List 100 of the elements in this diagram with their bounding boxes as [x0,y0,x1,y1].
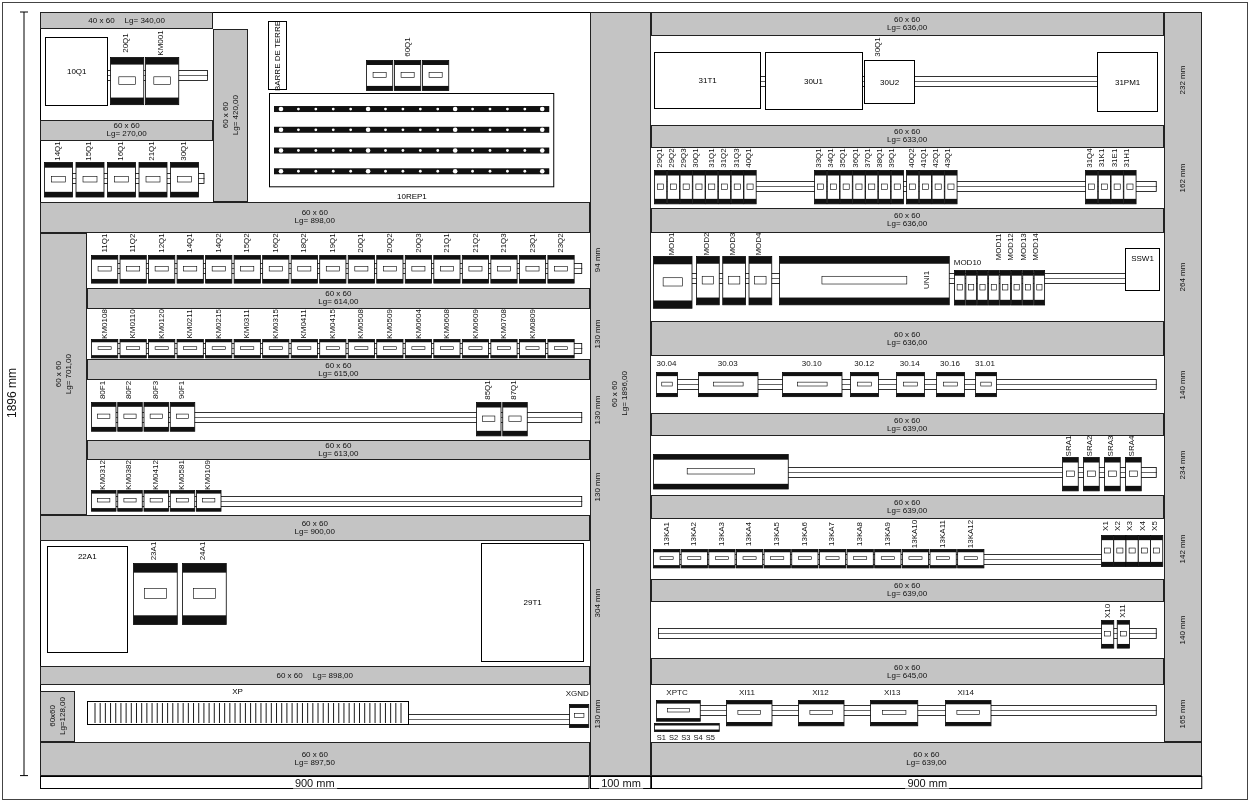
cable-duct [650,321,1164,356]
device-tag: 80F2 [125,381,134,400]
device-tag: MOD12 [1007,232,1016,261]
duct-length-label: Lg= 270,00 [106,130,147,139]
device-tag: KM0609 [471,308,480,339]
device-tag: XP [232,687,243,697]
duct-size-label: 60 x 60 [894,663,921,672]
device-tag: 23A1 [149,542,158,561]
duct-size-label: 60 x 60 [913,750,940,759]
duct-length-label: Lg= 639,00 [906,758,947,767]
cable-duct [40,232,88,515]
device-tag: KM0508 [357,308,366,339]
duct-length-label: Lg=128,00 [58,697,67,736]
device-tag: KM0411 [300,309,309,339]
device-tag: KM0382 [125,460,134,491]
duct-length-label: Lg= 636,00 [887,24,928,33]
device-tag: KM0412 [151,460,160,491]
dimension-label: 94 mm [594,248,603,273]
dimension-label: 100 mm [599,777,643,789]
device-tag: X11 [1119,604,1128,618]
duct-length-label: Lg= 636,00 [887,338,928,347]
device-tag: 13KA7 [828,522,837,547]
duct-size-label: 60 x 60 [894,212,921,221]
duct-length-label: Lg= 900,00 [294,527,335,536]
cable-duct [650,124,1164,148]
device-tag: 13KA10 [911,519,920,549]
device-tag: 13KA1 [662,522,671,547]
switch-module [1125,247,1160,292]
duct-size-label: 60 x 60 [325,290,352,299]
device-tag: KM0581 [177,460,186,491]
duct-size-label: 60 x 60 [54,360,63,387]
cable-duct [589,12,651,776]
device-tag: 30Q1 [874,36,883,57]
duct-length-label: Lg= 639,00 [887,507,928,516]
duct-size-label: 60 x 60 [276,671,303,680]
duct-length-label: Lg= 639,00 [887,424,928,433]
device-tag: 13KA4 [745,522,754,547]
transformer [654,52,761,109]
controller-module [1097,52,1159,113]
device-tag: KM0110 [129,309,138,339]
device-tag: KM0315 [271,308,280,339]
device-tag: KM0415 [328,308,337,339]
device-tag: MOD10 [953,258,982,267]
duct-size-label: 60 x 60 [301,519,328,528]
duct-size-label: 40 x 60 [88,16,115,25]
duct-length-label: Lg= 615,00 [318,369,359,378]
device-tag: 29Q1 [655,148,664,168]
cable-duct [87,359,590,380]
device-tag: 10Q1 [66,67,87,77]
duct-size-label: 60 x 60 [894,330,921,339]
cable-duct [40,666,590,685]
cable-duct [40,201,590,233]
cable-duct [40,514,590,541]
device-tag: 13KA2 [690,522,699,547]
device-tag: KM0809 [528,308,537,339]
device-tag: 31PM1 [1114,77,1141,87]
duct-length-label: Lg= 701,00 [64,353,73,394]
device-tag: KM0311 [243,309,252,339]
duct-size-label: 60 x 60 [221,102,230,129]
duct-size-label: 60 x 60 [894,582,921,591]
device-tag: MOD4 [755,232,764,256]
duct-size-label: 60 x 60 [113,122,140,131]
device-tag: X3 [1126,521,1135,531]
circuit-breaker [45,37,109,107]
duct-length-label: Lg= 645,00 [887,671,928,680]
device-tag: SRA1 [1065,435,1073,456]
device-tag: MOD1 [667,232,676,256]
dimension-label: 162 mm [1178,163,1187,193]
device-tag: SRA3 [1107,435,1115,456]
variable-speed-drive [47,545,128,653]
cable-duct [1163,12,1202,743]
dimension-label: 232 mm [1178,65,1187,95]
duct-length-label: Lg= 614,00 [318,298,359,307]
duct-length-label: Lg= 897,50 [294,758,335,767]
device-tag: KM0120 [157,308,166,339]
cable-duct [650,413,1164,437]
dimension-label: 304 mm [594,588,603,618]
dimension-label: 130 mm [594,319,603,349]
duct-length-label: Lg= 898,00 [312,671,353,680]
device-tag: KM0109 [204,460,212,491]
duct-length-label: Lg= 639,00 [887,590,928,599]
device-tag: 29Q2 [667,148,676,168]
dimension-label: 140 mm [1178,370,1187,400]
device-tag: UNI1 [923,270,932,290]
duct-length-label: Lg= 420,00 [231,95,240,136]
device-tag: KM0604 [414,308,423,339]
cable-duct [650,742,1202,776]
cable-duct [40,742,590,776]
duct-size-label: 60 x 60 [894,128,921,137]
device-tag: 30U1 [803,76,824,86]
device-tag: 13KA5 [773,522,782,547]
duct-length-label: Lg= 898,00 [294,217,335,226]
dimension-label: 130 mm [594,395,603,425]
cable-duct [87,439,590,461]
cable-duct [650,495,1164,520]
duct-size-label: 60 x 60 [894,416,921,425]
device-tag: KM0215 [214,308,223,339]
device-tag: 11Q1 [100,233,109,253]
device-tag: KM0312 [99,460,107,491]
cable-duct [213,29,249,202]
